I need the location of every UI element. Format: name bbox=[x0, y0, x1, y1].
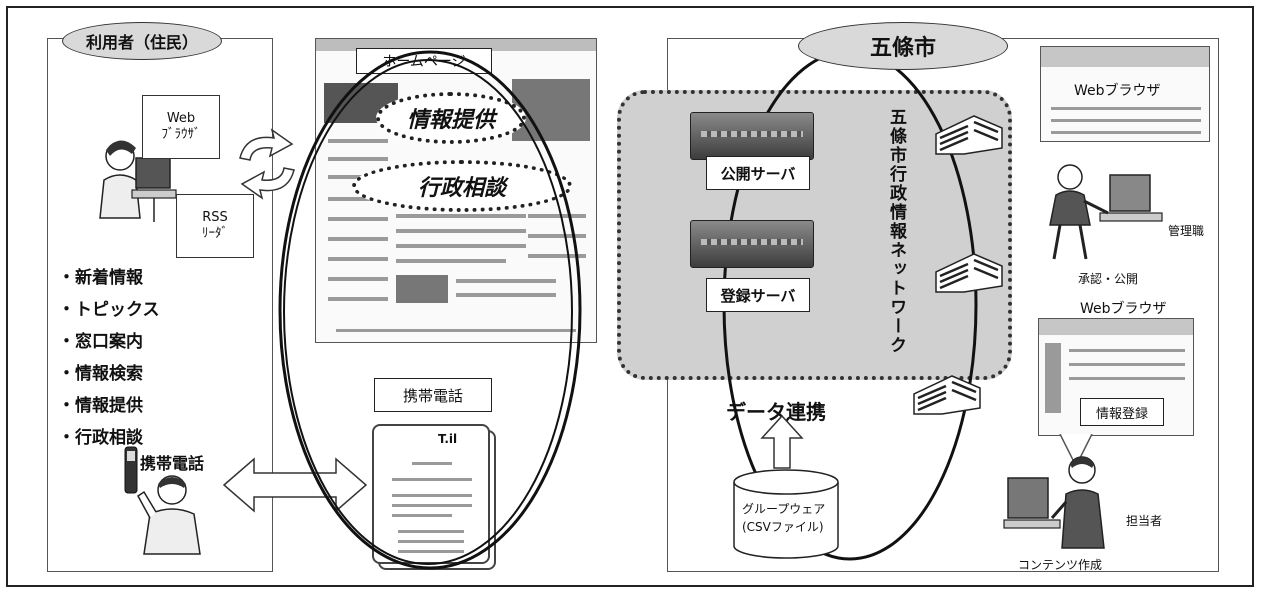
groupware-label-line2: (CSVファイル) bbox=[742, 520, 824, 534]
resident-mobile-user-icon bbox=[137, 475, 201, 555]
approval-browser-screenshot bbox=[1040, 46, 1210, 142]
city-title: 五條市 bbox=[798, 22, 1008, 70]
public-server-icon bbox=[690, 112, 814, 160]
web-browser-mid-label: Webブラウザ bbox=[1080, 301, 1167, 317]
info-provision-oval: 情報提供 bbox=[376, 92, 526, 144]
admin-user-icon bbox=[1049, 164, 1163, 260]
groupware-database-icon bbox=[733, 469, 839, 559]
outer-frame bbox=[6, 6, 1254, 587]
building-icon bbox=[935, 115, 1003, 155]
web-browser-box-line1: Web bbox=[166, 111, 196, 127]
mobile-user-label: 携帯電話 bbox=[140, 454, 205, 473]
web-browser-box: Web ﾌﾞﾗｳｻﾞ bbox=[142, 95, 220, 159]
data-link-label: データ連携 bbox=[726, 400, 826, 424]
network-label: 五條市行政情報ネットワーク bbox=[886, 108, 906, 355]
resident-pc-user-icon bbox=[99, 140, 177, 222]
web-browser-box-line2: ﾌﾞﾗｳｻﾞ bbox=[161, 127, 201, 142]
admin-label: 管理職 bbox=[1168, 224, 1205, 238]
mobile-phone-frame: T.il bbox=[372, 424, 490, 564]
up-arrow-icon bbox=[760, 414, 804, 469]
phone-signal-indicator: T.il bbox=[438, 432, 458, 446]
registration-server-label: 登録サーバ bbox=[706, 278, 810, 312]
channel-ellipse bbox=[278, 50, 582, 570]
admin-consult-oval: 行政相談 bbox=[352, 160, 572, 212]
mobile-phone-icon bbox=[124, 446, 138, 494]
service-item: ・行政相談 bbox=[58, 428, 143, 448]
building-icon bbox=[935, 253, 1003, 293]
groupware-label-line1: グループウェア bbox=[742, 502, 826, 516]
building-icon bbox=[913, 375, 981, 415]
service-item: ・窓口案内 bbox=[58, 332, 143, 352]
rss-reader-box-line2: ﾘｰﾀﾞ bbox=[202, 226, 228, 241]
resident-title: 利用者（住民） bbox=[62, 22, 222, 60]
staff-label: 担当者 bbox=[1126, 514, 1163, 528]
service-item: ・トピックス bbox=[58, 300, 160, 320]
staff-user-icon bbox=[1003, 456, 1105, 549]
mobile-phone-label: 携帯電話 bbox=[374, 378, 492, 412]
refresh-arrows-icon bbox=[239, 128, 295, 200]
service-item: ・情報提供 bbox=[58, 396, 143, 416]
service-list: ・新着情報 ・トピックス ・窓口案内 ・情報検索 ・情報提供 ・行政相談 bbox=[58, 262, 160, 454]
rss-reader-box-line1: RSS bbox=[202, 210, 228, 226]
registration-server-icon bbox=[690, 220, 814, 268]
approve-publish-label: 承認・公開 bbox=[1078, 272, 1139, 286]
web-browser-top-label: Webブラウザ bbox=[1074, 83, 1161, 99]
rss-reader-box: RSS ﾘｰﾀﾞ bbox=[176, 194, 254, 258]
info-register-label: 情報登録 bbox=[1080, 398, 1164, 426]
service-item: ・新着情報 bbox=[58, 268, 143, 288]
double-arrow-icon bbox=[222, 457, 368, 513]
service-item: ・情報検索 bbox=[58, 364, 143, 384]
content-create-label: コンテンツ作成 bbox=[1018, 558, 1103, 572]
public-server-label: 公開サーバ bbox=[706, 156, 810, 190]
